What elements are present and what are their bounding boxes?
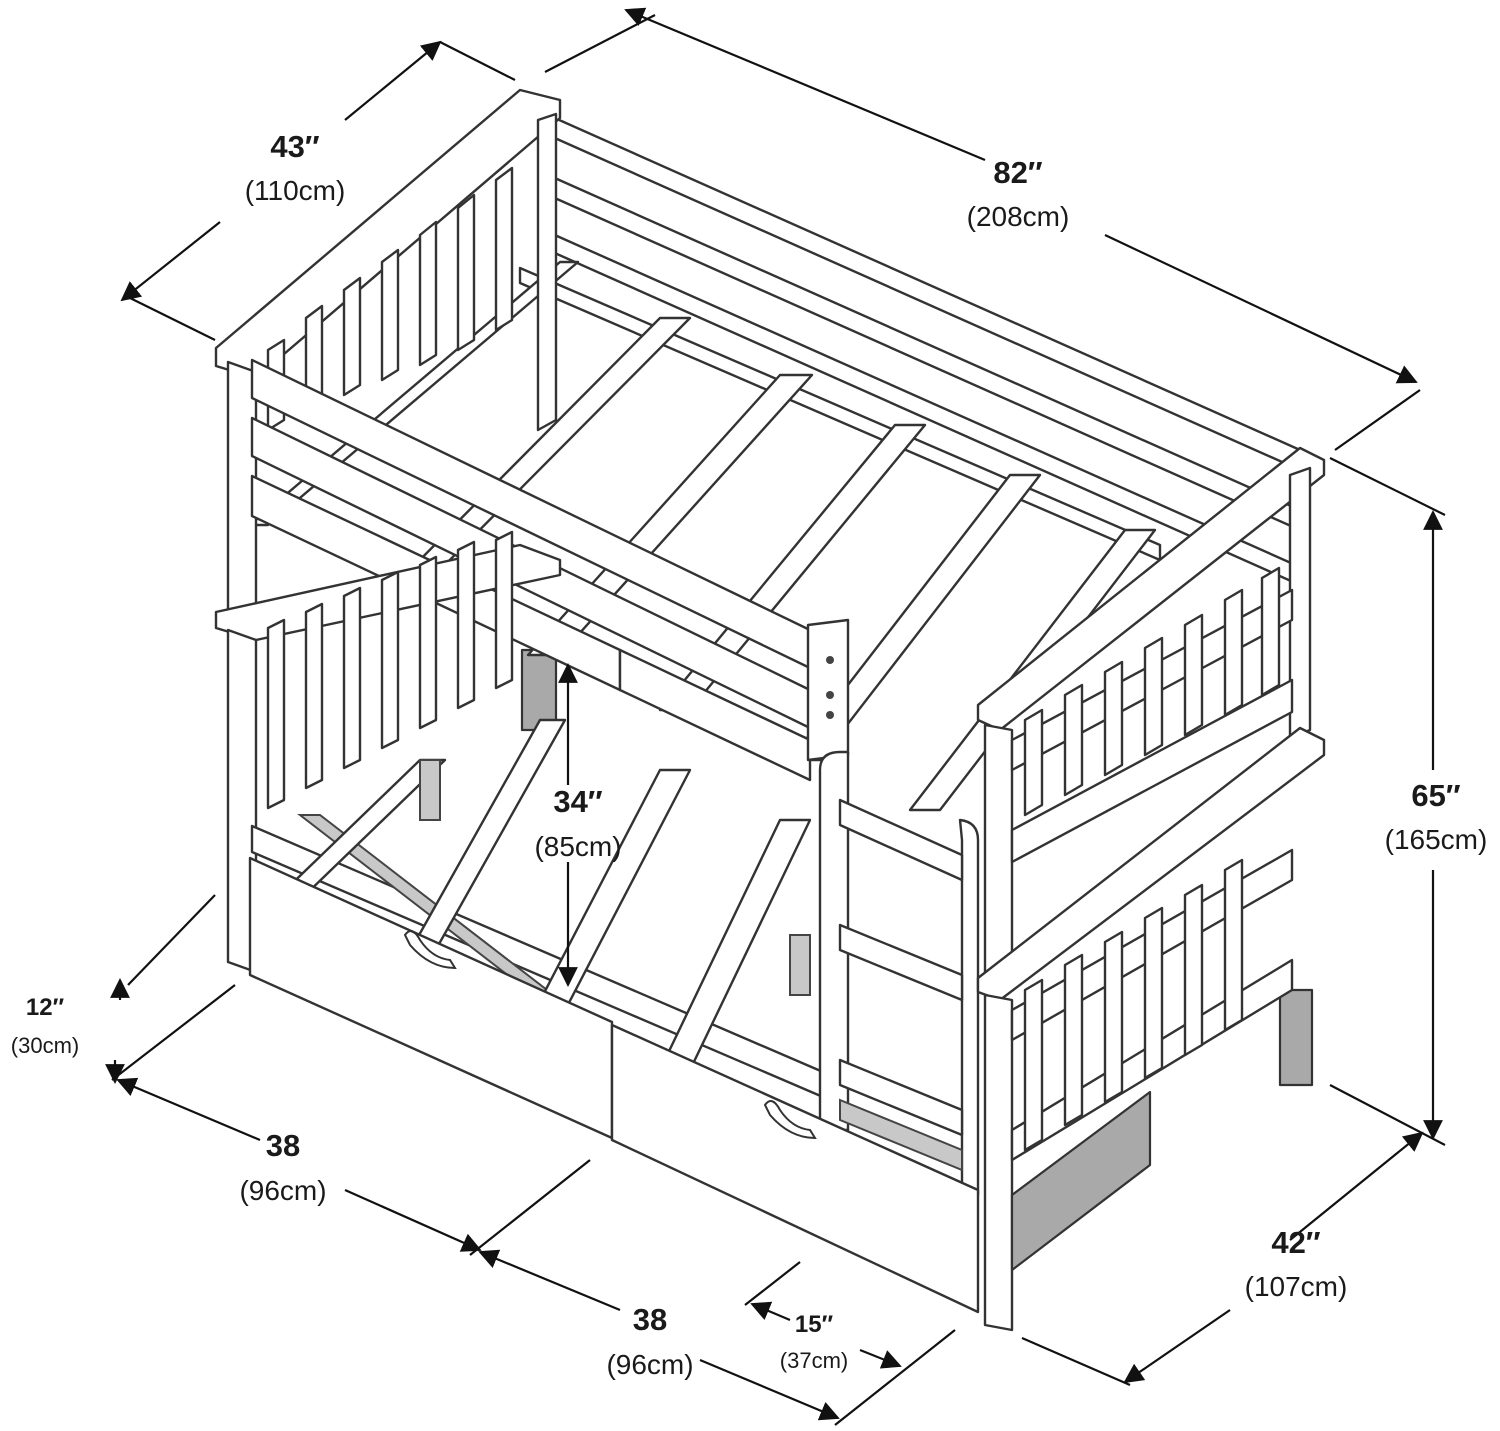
extension-line xyxy=(744,1261,801,1306)
bed-illustration xyxy=(214,88,1326,1332)
drawer-1-handle xyxy=(403,930,457,970)
dim-arrow-length-top-a xyxy=(624,7,986,162)
drawer1-length-metric: (96cm) xyxy=(239,1175,326,1206)
extension-line xyxy=(129,297,216,341)
dim-arrow-drawer2-b xyxy=(699,1358,840,1421)
extension-line xyxy=(127,894,216,986)
extension-line xyxy=(544,14,656,73)
extension-line xyxy=(1329,457,1446,516)
drawer1-length-value: 38 xyxy=(266,1128,300,1163)
right-front-post-lower xyxy=(983,993,1014,1332)
drawer-height-metric: (30cm) xyxy=(11,1033,79,1058)
right-back-post-upper xyxy=(1288,466,1312,740)
extension-line xyxy=(834,1329,956,1426)
extension-line xyxy=(1021,1336,1131,1387)
dim-arrow-drawer1-b xyxy=(344,1188,482,1252)
right-headboard-cap-lower xyxy=(976,726,1326,1002)
lower-slats xyxy=(273,718,812,1072)
drawer2-length-value: 38 xyxy=(633,1302,667,1337)
dimension-lines xyxy=(105,7,1446,1426)
back-post-right xyxy=(1278,988,1314,1087)
right-headboard-cap-upper xyxy=(976,446,1326,732)
right-headboard-spindles-lower xyxy=(1023,858,1244,1152)
back-rail-top-2 xyxy=(546,173,1302,532)
dim-arrow-width-bottom-b xyxy=(1123,1309,1231,1384)
width-bottom-value: 42″ xyxy=(1271,1225,1320,1260)
dim-arrow-width-top-b xyxy=(120,221,221,302)
height-total-value: 65″ xyxy=(1411,778,1460,813)
dim-arrow-ladder-a xyxy=(750,1301,791,1322)
extension-line xyxy=(1329,1084,1446,1146)
back-post-left xyxy=(520,648,558,732)
length-top-metric: (208cm) xyxy=(967,201,1070,232)
ladder xyxy=(818,750,980,1202)
drawer-side xyxy=(1010,1090,1152,1272)
height-total-metric: (165cm) xyxy=(1385,824,1488,855)
left-headboard-spindles-lower xyxy=(266,530,514,810)
dim-arrow-length-top-b xyxy=(1104,234,1418,384)
right-headboard-rail-upper-2 xyxy=(1010,678,1294,864)
clearance-value: 34″ xyxy=(553,784,602,819)
ladder-post-upper xyxy=(806,618,850,762)
extension-line xyxy=(469,1159,591,1256)
dim-arrow-width-bottom-a xyxy=(1289,1131,1424,1241)
dim-arrow-drawer2-a xyxy=(478,1249,621,1312)
dim-arrow-ladder-b xyxy=(859,1348,902,1369)
extension-line xyxy=(111,984,236,1081)
width-top-metric: (110cm) xyxy=(245,175,346,206)
drawer2-length-metric: (96cm) xyxy=(606,1349,693,1380)
width-top-value: 43″ xyxy=(270,129,319,164)
dimension-labels: 43″ (110cm) 82″ (208cm) 65″ (165cm) 34″ … xyxy=(11,129,1488,1380)
ladder-depth-value: 15″ xyxy=(795,1311,834,1338)
right-front-post-upper xyxy=(983,723,1014,982)
drawer-2 xyxy=(610,1023,980,1314)
right-headboard-spindles-upper xyxy=(1023,566,1281,817)
dim-arrow-width-top-a xyxy=(344,40,442,121)
drawer-height-value: 12″ xyxy=(26,994,65,1021)
ladder-depth-metric: (37cm) xyxy=(780,1348,848,1373)
left-headboard-cap-upper xyxy=(214,88,562,380)
width-bottom-metric: (107cm) xyxy=(1245,1271,1348,1302)
clearance-metric: (85cm) xyxy=(534,831,621,862)
front-guard-rail-3b xyxy=(618,648,812,782)
left-back-post-upper xyxy=(536,112,558,432)
extension-line xyxy=(1334,389,1421,451)
dim-arrow-drawer1-a xyxy=(116,1077,261,1142)
extension-line xyxy=(439,41,516,81)
drawer-2-handle xyxy=(763,1100,817,1140)
length-top-value: 82″ xyxy=(993,155,1042,190)
